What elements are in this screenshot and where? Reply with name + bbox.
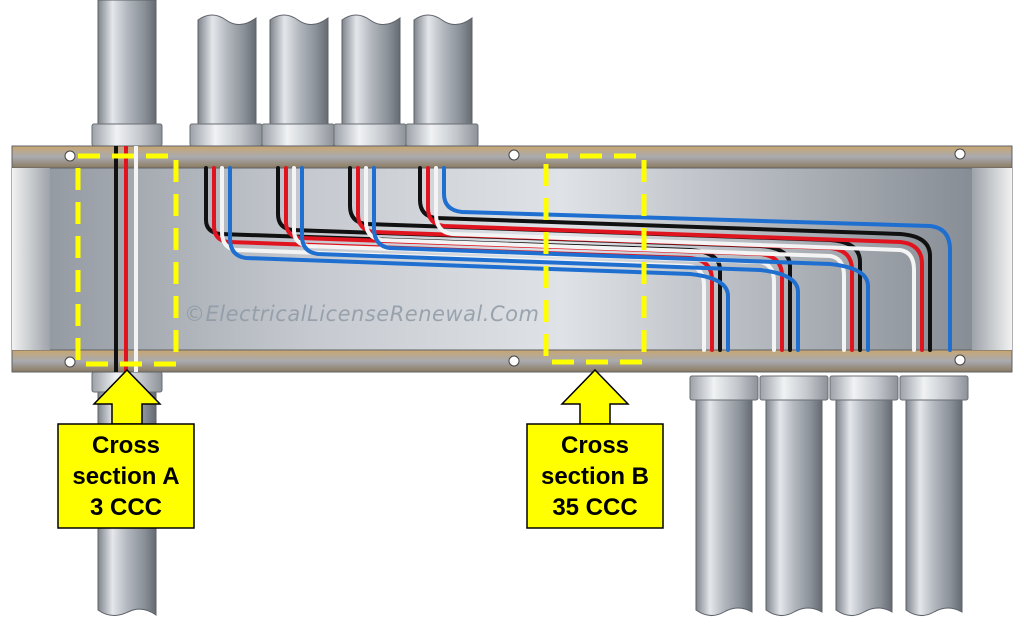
- callout-b-text: Cross section B 35 CCC: [527, 430, 663, 523]
- wire-blue: [300, 166, 800, 352]
- callout-b-line1: Cross: [560, 432, 630, 459]
- screw-hole: [64, 356, 76, 368]
- screw-hole: [954, 148, 966, 160]
- callout-a: [57, 368, 195, 529]
- locknut: [333, 123, 407, 147]
- screw-hole: [954, 354, 966, 366]
- callout-b-line2: section B: [540, 463, 650, 490]
- callout-a-text: Cross section A 3 CCC: [58, 430, 194, 523]
- left-end-wall: [12, 168, 50, 350]
- screw-hole: [508, 355, 520, 367]
- screw-hole: [508, 149, 520, 161]
- locknut: [759, 375, 829, 401]
- locknut: [899, 375, 969, 401]
- callout-a-line1: Cross: [91, 432, 161, 459]
- watermark: ©ElectricalLicenseRenewal.Com: [184, 302, 540, 326]
- wire-red: [426, 166, 924, 352]
- callout-a-line2: section A: [72, 463, 180, 490]
- conduit: [765, 389, 823, 616]
- right-end-wall: [972, 168, 1012, 350]
- top-conduits: [91, 0, 479, 147]
- locknut: [829, 375, 899, 401]
- conduit: [413, 14, 473, 127]
- conduit: [835, 389, 893, 616]
- wire-blue: [442, 166, 952, 352]
- wire-blue: [228, 166, 730, 352]
- callout-a-line3: 3 CCC: [89, 494, 162, 521]
- conduit: [341, 14, 401, 127]
- callout-box: [526, 423, 664, 529]
- wire-blue: [372, 166, 870, 352]
- callout-b-line3: 35 CCC: [552, 494, 638, 521]
- callout-b: [526, 368, 664, 529]
- locknut: [689, 375, 759, 401]
- routed-conductors: [204, 166, 952, 352]
- conduit: [197, 14, 257, 127]
- locknut: [189, 123, 263, 147]
- conduit: [269, 14, 329, 127]
- conduit: [695, 389, 753, 616]
- cross-section-b-highlight: [543, 153, 647, 365]
- conduit: [97, 0, 157, 127]
- conduit: [905, 389, 963, 616]
- locknut: [261, 123, 335, 147]
- wire-white: [434, 166, 916, 352]
- wire-white: [364, 166, 846, 352]
- callout-arrow: [560, 368, 630, 425]
- cross-section-a-highlight: [75, 153, 179, 367]
- wire-black: [418, 166, 932, 352]
- callout-box: [57, 423, 195, 529]
- pass-through-conductors: [114, 146, 138, 372]
- screw-hole: [64, 150, 76, 162]
- locknut: [91, 123, 163, 147]
- locknut: [405, 123, 479, 147]
